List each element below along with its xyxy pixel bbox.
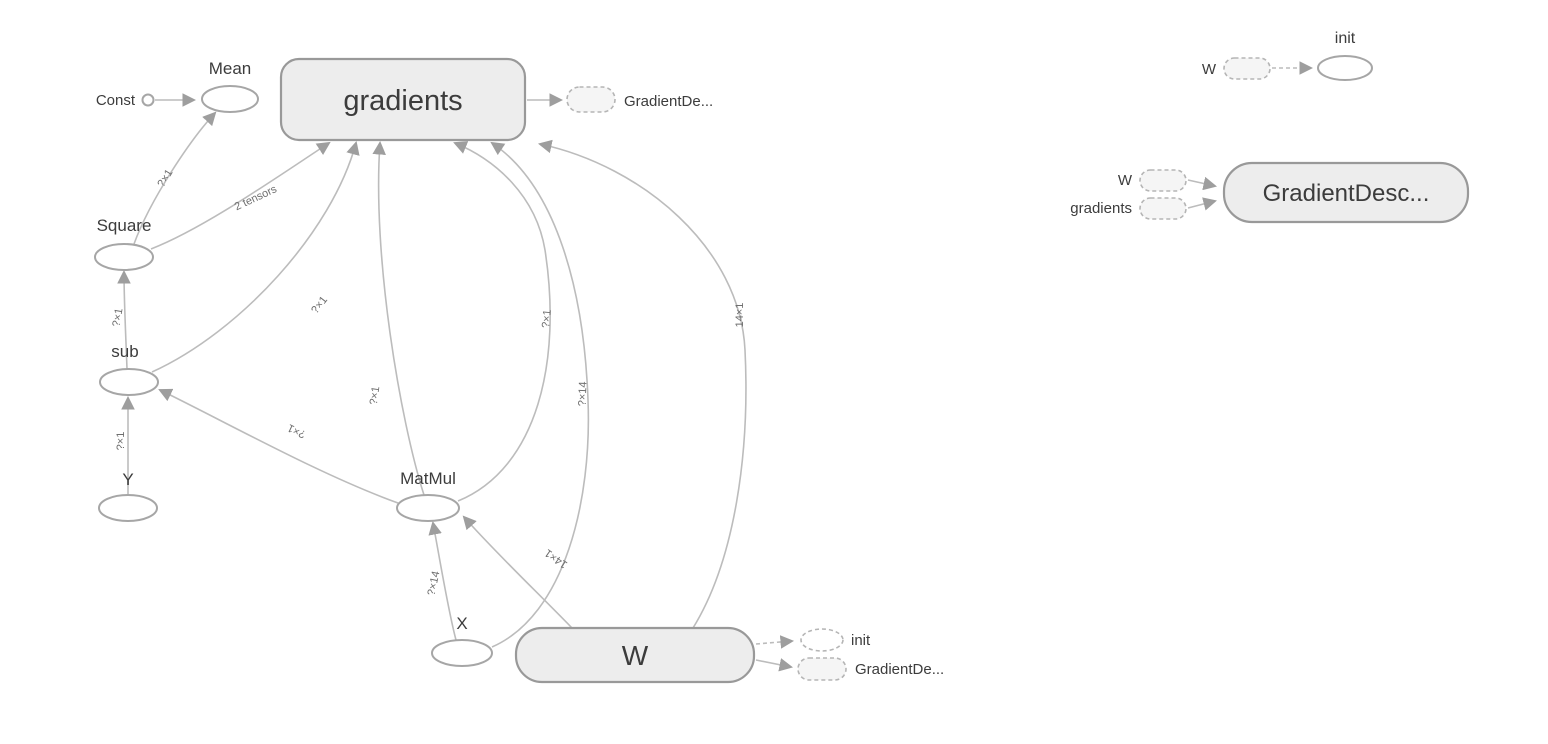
node-w-init-ref-label: init <box>851 632 871 649</box>
node-sub-shape[interactable] <box>99 368 159 396</box>
node-matmul-label: MatMul <box>400 469 456 488</box>
nodes-layer: Const Mean gradients GradientDe... Squar… <box>94 57 944 684</box>
node-mean[interactable]: Mean <box>201 59 259 113</box>
aux-gd-input2-ref-shape[interactable] <box>1139 197 1187 220</box>
aux-gd-node-label: GradientDesc... <box>1263 180 1430 207</box>
node-mean-shape[interactable] <box>201 85 259 113</box>
node-const-shape[interactable] <box>141 93 155 107</box>
edge-matmul-gradients-left <box>372 140 425 496</box>
edge-label-matmul-gradients-left: ?×1 <box>368 386 382 406</box>
edge-sub-square <box>117 269 131 370</box>
node-w[interactable]: W <box>514 626 756 684</box>
node-matmul-shape[interactable] <box>396 494 460 522</box>
node-const-label: Const <box>96 92 136 109</box>
edge-label-sub-gradients: ?×1 <box>309 294 330 316</box>
node-x-shape[interactable] <box>431 639 493 667</box>
node-w-init-ref[interactable]: init <box>800 628 871 652</box>
node-gradients[interactable]: gradients <box>279 57 527 142</box>
edge-square-mean <box>133 111 217 245</box>
edge-w-matmul <box>462 515 573 629</box>
aux-gd-input2-label: gradients <box>1070 200 1132 217</box>
edge-label-x-matmul: ?×14 <box>426 570 443 597</box>
edge-square-gradients <box>150 141 331 250</box>
edge-sub-gradients <box>151 141 360 373</box>
edge-label-x-gradients: ?×14 <box>577 381 590 406</box>
aux-init-input-ref-shape[interactable] <box>1223 57 1271 80</box>
node-w-label: W <box>622 640 649 671</box>
node-w-output-ref-label: GradientDe... <box>855 661 944 678</box>
node-square-label: Square <box>97 216 152 235</box>
edge-labels-layer: ?×1 2 tensors ?×1 ?×1 ?×1 ?×1 ?×1 ?×1 ?×… <box>111 167 746 596</box>
node-square-shape[interactable] <box>94 243 154 271</box>
node-gradients-shape[interactable] <box>279 57 527 142</box>
edge-label-square-gradients: 2 tensors <box>233 183 280 213</box>
edge-x-gradients <box>490 141 590 648</box>
aux-gd-input1-label: W <box>1118 172 1133 189</box>
node-gradients-output-ref[interactable]: GradientDe... <box>566 86 713 113</box>
edge-label-w-gradients: 14×1 <box>734 303 746 328</box>
node-gradients-output-ref-label: GradientDe... <box>624 93 713 110</box>
node-w-output-ref-shape[interactable] <box>797 657 847 681</box>
node-gradients-label: gradients <box>343 85 462 117</box>
node-sub-label: sub <box>111 342 138 361</box>
node-w-shape[interactable] <box>514 626 756 684</box>
aux-gradient-descent-group: W gradients GradientDesc... <box>1070 161 1470 224</box>
aux-init-node-label: init <box>1335 30 1356 47</box>
edge-label-y-sub: ?×1 <box>115 432 127 451</box>
aux-init-node-shape[interactable] <box>1317 55 1373 81</box>
aux-gd-input1-ref-shape[interactable] <box>1139 169 1187 192</box>
aux-init-group: W init <box>1202 30 1373 81</box>
edge-label-sub-square: ?×1 <box>111 307 126 327</box>
edges-layer <box>117 93 795 672</box>
edge-label-matmul-sub: ?×1 <box>286 421 308 440</box>
aux-init-input-label: W <box>1202 61 1217 78</box>
node-w-output-ref[interactable]: GradientDe... <box>797 657 944 681</box>
edge-auxw-gd <box>1187 176 1217 191</box>
edge-label-matmul-gradients-right: ?×1 <box>540 309 554 329</box>
node-y[interactable]: Y <box>98 470 158 522</box>
edge-w-initref <box>755 635 795 649</box>
node-square[interactable]: Square <box>94 216 154 271</box>
node-const[interactable]: Const <box>96 92 155 109</box>
node-w-init-ref-shape[interactable] <box>800 628 844 652</box>
edge-w-outputref <box>755 658 794 672</box>
node-matmul[interactable]: MatMul <box>396 469 460 522</box>
edge-label-w-matmul: 14×1 <box>543 546 570 570</box>
node-sub[interactable]: sub <box>99 342 159 396</box>
node-x-label: X <box>456 614 467 633</box>
edge-w-gradients <box>538 139 747 629</box>
node-y-label: Y <box>122 470 133 489</box>
edge-matmul-gradients-right <box>453 141 551 502</box>
node-y-shape[interactable] <box>98 494 158 522</box>
node-mean-label: Mean <box>209 59 252 78</box>
node-x[interactable]: X <box>431 614 493 667</box>
edge-auxgradients-gd <box>1187 197 1217 211</box>
node-gradients-output-ref-shape[interactable] <box>566 86 616 113</box>
edge-x-matmul <box>428 520 457 641</box>
aux-gd-node-shape[interactable] <box>1222 161 1470 224</box>
edge-matmul-sub <box>158 388 399 504</box>
